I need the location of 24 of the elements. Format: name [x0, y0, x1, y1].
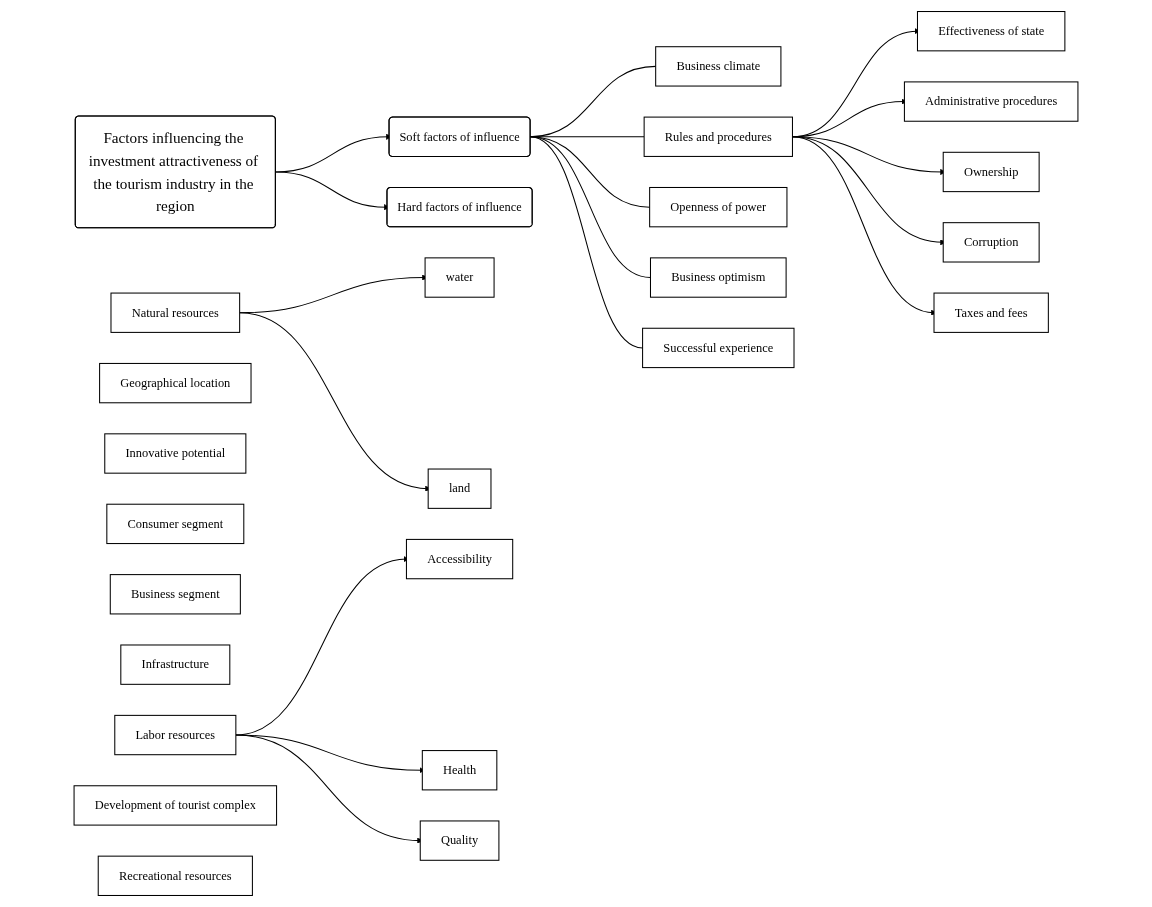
node-box: water [424, 257, 495, 298]
node-box: Ownership [942, 151, 1040, 193]
node-box: Openness of power [649, 186, 788, 228]
node-box: Consumer segment [106, 503, 245, 545]
node-box: Labor resources [114, 714, 237, 756]
node-box: Infrastructure [120, 644, 231, 685]
node-box: Natural resources [110, 292, 241, 333]
node-box: Administrative procedures [903, 81, 1079, 122]
node-box: Innovative potential [104, 433, 247, 474]
node-box: Rules and procedures [643, 116, 793, 157]
node-box: Business segment [109, 574, 241, 615]
node-box: Business optimism [649, 257, 787, 298]
node-box: Successful experience [642, 327, 795, 369]
node-box: Geographical location [99, 362, 252, 404]
node-box: Accessibility [405, 538, 514, 580]
node-box: land [427, 468, 492, 509]
node-box: Development of tourist complex [73, 785, 278, 826]
node-box: Corruption [942, 222, 1040, 263]
node-box: Recreational resources [97, 855, 253, 896]
node-box: Business climate [655, 46, 782, 87]
node-box: Health [421, 750, 498, 791]
node-box: Quality [419, 820, 500, 861]
node-box: Effectiveness of state [916, 11, 1066, 52]
node-box: Taxes and fees [933, 292, 1049, 333]
